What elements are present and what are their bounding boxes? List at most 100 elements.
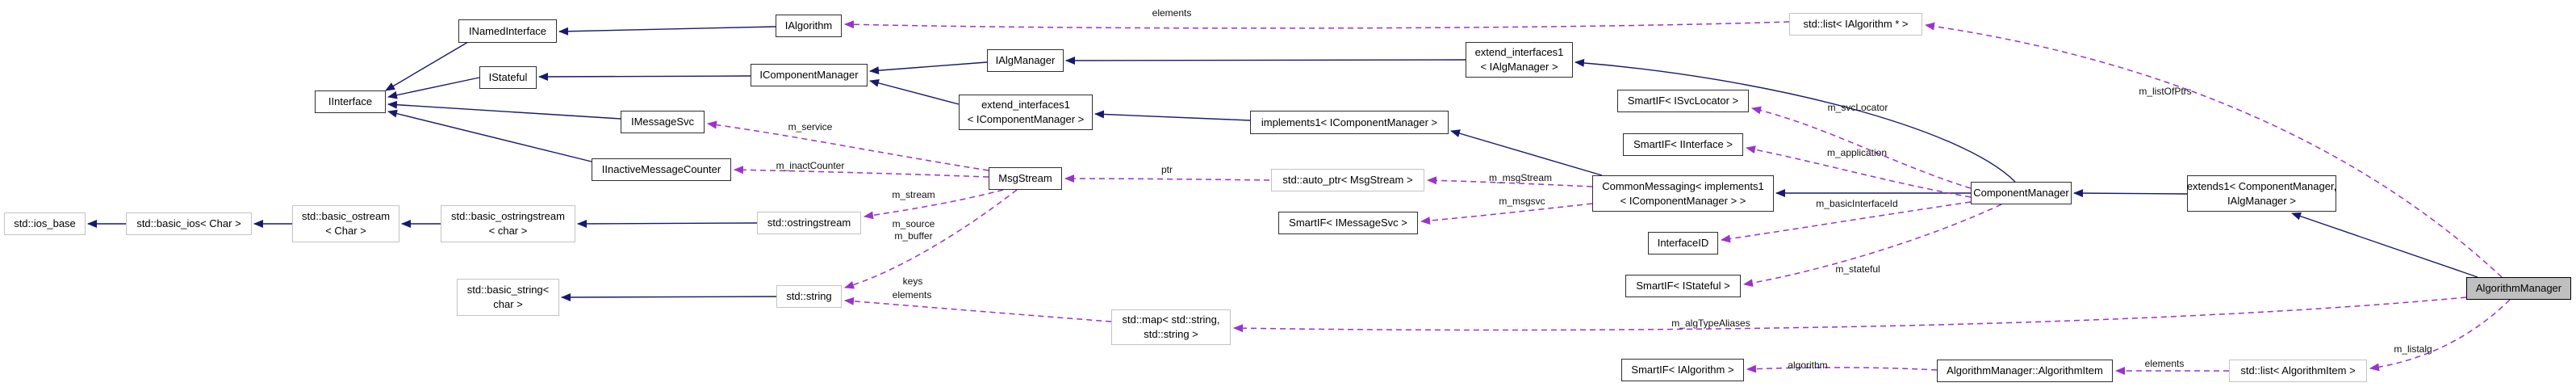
node-inamedinterface[interactable]: INamedInterface: [458, 19, 557, 43]
edge-label-elements-top: elements: [1152, 7, 1192, 19]
node-label: MsgStream: [998, 172, 1052, 185]
node-algorithmmanager-algorithmitem[interactable]: AlgorithmManager::AlgorithmItem: [1937, 360, 2113, 382]
node-extend-interfaces1-ialgmanager[interactable]: extend_interfaces1 < IAlgManager >: [1466, 42, 1573, 78]
edge-usage-elements-ialgorithm: [844, 20, 1790, 29]
node-label: std::basic_ios< Char >: [136, 217, 241, 230]
node-smartif-ialgorithm[interactable]: SmartIF< IAlgorithm >: [1621, 359, 1744, 381]
node-std-basic-ostringstream: std::basic_ostringstream< char >: [441, 205, 575, 242]
edge-label-m-buffer: m_buffer: [894, 230, 933, 242]
node-label: SmartIF< IMessageSvc >: [1289, 217, 1407, 229]
node-label: std::list< IAlgorithm * >: [1803, 18, 1909, 31]
edge-usage-mstateful: [1743, 204, 2002, 288]
node-iinterface[interactable]: IInterface: [315, 90, 386, 113]
node-label: IStateful: [488, 71, 528, 84]
node-label: < Char >: [325, 225, 366, 237]
node-std-string: std::string: [776, 285, 842, 308]
node-iinactivemessagecounter[interactable]: IInactiveMessageCounter: [592, 158, 731, 181]
node-std-map-string-string: std::map< std::string,std::string >: [1111, 309, 1231, 345]
edge-usage-mlistofptrs: [1925, 22, 2503, 278]
node-label: < char >: [488, 225, 528, 237]
node-smartif-isvclocator[interactable]: SmartIF< ISvcLocator >: [1617, 90, 1749, 112]
node-extend-interfaces1-icomponentmanager[interactable]: extend_interfaces1< IComponentManager >: [959, 95, 1093, 130]
node-msgstream[interactable]: MsgStream: [989, 167, 1062, 190]
edge-label-m-application: m_application: [1826, 147, 1888, 158]
node-label: AlgorithmManager::AlgorithmItem: [1947, 364, 2103, 377]
node-label: std::string: [786, 290, 832, 303]
edge-label-m-algtypealiases: m_algTypeAliases: [1671, 318, 1750, 329]
node-label: std::ios_base: [14, 217, 76, 230]
node-implements1-icomponentmanager[interactable]: implements1< IComponentManager >: [1250, 111, 1449, 134]
edge-inherit-ialgorithm-inamedinterface: [558, 26, 776, 36]
edge-label-m-inactcounter: m_inactCounter: [776, 160, 845, 171]
node-label: < IComponentManager >: [967, 113, 1085, 125]
node-std-list-algorithmitem: std::list< AlgorithmItem >: [2229, 360, 2367, 382]
node-icomponentmanager[interactable]: IComponentManager: [751, 64, 868, 86]
edge-label-m-stream: m_stream: [892, 189, 935, 200]
node-ialgorithm[interactable]: IAlgorithm: [776, 15, 842, 37]
edge-usage-algorithm: [1746, 364, 1938, 373]
node-label: std::basic_ostringstream: [451, 210, 565, 223]
node-label: extend_interfaces1: [1474, 46, 1564, 59]
edge-inherit-istateful-iinterface: [387, 77, 480, 99]
node-label: std::map< std::string,: [1122, 313, 1220, 326]
node-label: extends1< ComponentManager,: [2186, 179, 2337, 192]
edge-label-m-stateful: m_stateful: [1835, 263, 1880, 275]
node-label: std::basic_string<: [466, 284, 550, 297]
edge-inherit-componentmanager-extendinterfaces1iam: [1574, 58, 2016, 183]
node-interfaceid[interactable]: InterfaceID: [1648, 232, 1718, 254]
node-istateful[interactable]: IStateful: [479, 66, 537, 89]
node-label: < IAlgManager >: [1480, 61, 1558, 73]
edge-label-keys: keys: [902, 276, 923, 287]
node-algorithmmanager: AlgorithmManager: [2466, 277, 2571, 300]
edge-inherit-algorithmmanager-extends1: [2291, 212, 2478, 278]
edge-usage-minactcounter: [734, 166, 989, 178]
node-std-auto-ptr: std::auto_ptr< MsgStream >: [1271, 169, 1424, 191]
node-smartif-imessagesvc[interactable]: SmartIF< IMessageSvc >: [1278, 212, 1418, 234]
edge-label-m-source: m_source: [892, 218, 935, 229]
node-extends1-componentmanager-ialgmanager[interactable]: extends1< ComponentManager,IAlgManager >: [2187, 175, 2336, 212]
node-componentmanager[interactable]: ComponentManager: [1971, 182, 2072, 204]
edge-usage-keys-elements: [844, 297, 1112, 322]
edge-inherit-extends1-componentmanager: [2073, 189, 2188, 198]
edge-label-m-listalg: m_listalg: [2394, 343, 2432, 355]
node-label: IInterface: [328, 95, 373, 108]
edge-usage-mservice: [707, 120, 989, 171]
node-label: implements1< IComponentManager >: [1261, 116, 1438, 128]
node-label: AlgorithmManager: [2475, 282, 2562, 295]
edge-inherit-inamedinterface-iinterface: [385, 41, 469, 91]
node-label: IAlgorithm: [784, 19, 833, 32]
node-smartif-iinterface[interactable]: SmartIF< IInterface >: [1623, 133, 1743, 156]
edge-usage-ptr: [1064, 175, 1270, 183]
node-label: IMessageSvc: [630, 116, 695, 128]
edge-label-elements-algitem: elements: [2144, 358, 2185, 369]
edge-usage-mmsgsvc: [1420, 203, 1593, 225]
node-ialgmanager[interactable]: IAlgManager: [987, 49, 1064, 72]
node-imessagesvc[interactable]: IMessageSvc: [621, 111, 705, 133]
node-std-basic-ios: std::basic_ios< Char >: [126, 212, 252, 235]
edge-label-algorithm: algorithm: [1788, 360, 1828, 371]
node-label: char >: [493, 298, 523, 310]
node-label: SmartIF< ISvcLocator >: [1627, 95, 1739, 107]
node-smartif-istateful[interactable]: SmartIF< IStateful >: [1625, 275, 1741, 297]
edge-label-m-listofptrs: m_listOfPtrs: [2139, 86, 2192, 97]
edge-label-ptr: ptr: [1160, 164, 1173, 175]
node-label: < IComponentManager > >: [1620, 194, 1746, 207]
edge-usage-mlistalg: [2369, 299, 2511, 372]
node-label: std::string >: [1144, 328, 1198, 340]
node-label: SmartIF< IInterface >: [1633, 138, 1733, 151]
node-label: INamedInterface: [468, 24, 547, 37]
node-commonmessaging[interactable]: CommonMessaging< implements1< IComponent…: [1592, 175, 1774, 212]
node-label: ComponentManager: [1973, 187, 2069, 200]
node-std-basic-ostream: std::basic_ostream< Char >: [292, 205, 399, 242]
edge-usage-mbasicinterfaceid: [1721, 201, 1972, 243]
node-label: InterfaceID: [1657, 237, 1709, 250]
edge-inherit-implements1-extendinterfaces1icm: [1094, 110, 1251, 121]
node-label: std::ostringstream: [767, 217, 851, 229]
edge-usage-mmsgstream: [1427, 176, 1593, 187]
edge-label-m-service: m_service: [788, 121, 833, 133]
node-label: SmartIF< IStateful >: [1636, 280, 1730, 292]
edge-inherit-imessagesvc-iinterface: [387, 100, 621, 120]
node-label: IAlgManager: [995, 54, 1056, 67]
